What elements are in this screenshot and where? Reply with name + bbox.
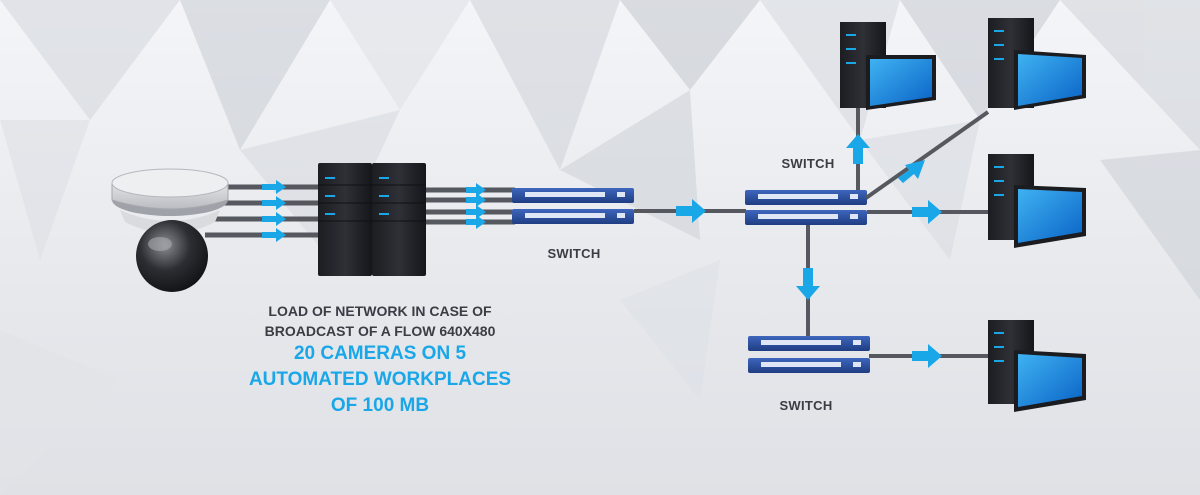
highlight-line-1: 20 CAMERAS ON 5 (293, 343, 467, 364)
network-switch-icon (512, 188, 634, 224)
network-switch-icon (745, 190, 867, 225)
caption-line-1: LOAD OF NETWORK IN CASE OF (268, 303, 492, 319)
switch-label-1: SWITCH (547, 246, 601, 261)
highlight-line-2: AUTOMATED WORKPLACES (248, 369, 512, 390)
network-switch-icon (748, 336, 870, 373)
caption-line-2: BROADCAST OF A FLOW 640X480 (264, 323, 496, 339)
workstation-icon (988, 154, 1086, 248)
arrow-icon (262, 134, 942, 368)
server-icon (318, 163, 426, 276)
workstation-icon (988, 18, 1086, 110)
highlight-line-3: OF 100 MB (330, 395, 430, 416)
dome-camera-icon (111, 168, 229, 292)
switch-label-3: SWITCH (779, 398, 833, 413)
caption-block: LOAD OF NETWORK IN CASE OF BROADCAST OF … (240, 301, 520, 419)
switch-label-2: SWITCH (781, 156, 835, 171)
workstation-icon (840, 22, 936, 110)
workstation-icon (988, 320, 1086, 412)
